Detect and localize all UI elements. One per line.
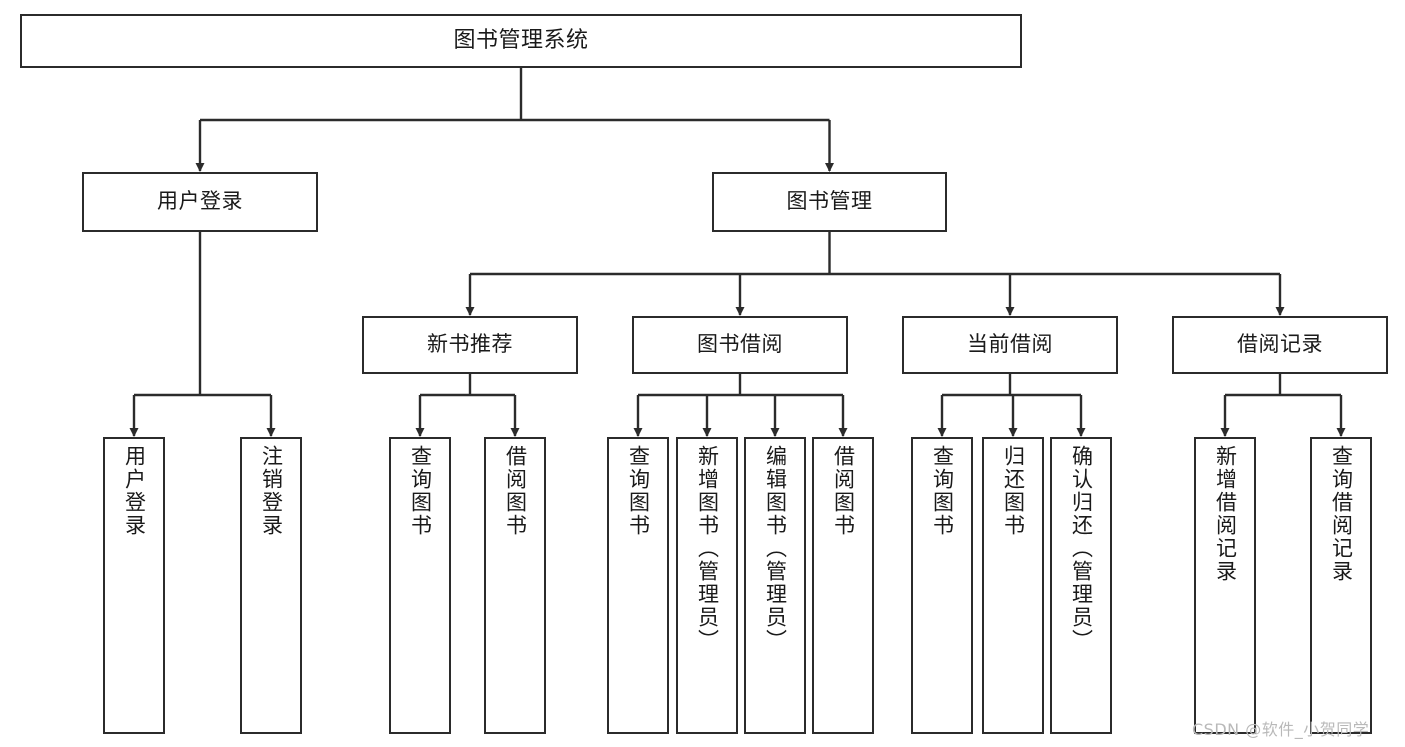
node-label-book-manage: 图书管理 xyxy=(786,189,873,214)
node-label-user-login: 用户登录 xyxy=(157,189,243,214)
node-label-leaf-return-book: 归还图书 xyxy=(1001,445,1026,537)
node-leaf-query-book-1[interactable]: 查询图书 xyxy=(389,437,451,734)
node-user-login[interactable]: 用户登录 xyxy=(82,172,318,232)
node-current-borrow[interactable]: 当前借阅 xyxy=(902,316,1118,374)
node-leaf-query-book-2[interactable]: 查询图书 xyxy=(607,437,669,734)
node-label-leaf-edit-book: 编辑图书（管理员） xyxy=(763,445,788,652)
node-leaf-add-record[interactable]: 新增借阅记录 xyxy=(1194,437,1256,734)
node-leaf-logout[interactable]: 注销登录 xyxy=(240,437,302,734)
node-label-new-book-rec: 新书推荐 xyxy=(427,332,513,357)
node-leaf-return-book[interactable]: 归还图书 xyxy=(982,437,1044,734)
node-label-leaf-query-book-2: 查询图书 xyxy=(626,445,651,537)
node-leaf-borrow-book-2[interactable]: 借阅图书 xyxy=(812,437,874,734)
node-label-leaf-logout: 注销登录 xyxy=(259,445,284,537)
node-label-leaf-user-login: 用户登录 xyxy=(122,445,147,537)
node-leaf-borrow-book-1[interactable]: 借阅图书 xyxy=(484,437,546,734)
node-label-leaf-borrow-book-2: 借阅图书 xyxy=(831,445,856,537)
node-root[interactable]: 图书管理系统 xyxy=(20,14,1022,68)
node-leaf-add-book[interactable]: 新增图书（管理员） xyxy=(676,437,738,734)
node-label-leaf-add-book: 新增图书（管理员） xyxy=(695,445,720,652)
node-label-book-borrow: 图书借阅 xyxy=(697,332,783,357)
node-leaf-user-login[interactable]: 用户登录 xyxy=(103,437,165,734)
node-leaf-confirm-return[interactable]: 确认归还（管理员） xyxy=(1050,437,1112,734)
node-label-leaf-query-book-1: 查询图书 xyxy=(408,445,433,537)
node-label-root: 图书管理系统 xyxy=(453,27,589,53)
node-label-borrow-record: 借阅记录 xyxy=(1237,332,1323,357)
node-label-leaf-add-record: 新增借阅记录 xyxy=(1213,445,1238,583)
node-label-leaf-confirm-return: 确认归还（管理员） xyxy=(1069,445,1094,652)
node-label-current-borrow: 当前借阅 xyxy=(967,332,1053,357)
node-leaf-query-book-3[interactable]: 查询图书 xyxy=(911,437,973,734)
node-book-borrow[interactable]: 图书借阅 xyxy=(632,316,848,374)
node-label-leaf-query-record: 查询借阅记录 xyxy=(1329,445,1354,583)
node-label-leaf-query-book-3: 查询图书 xyxy=(930,445,955,537)
node-leaf-query-record[interactable]: 查询借阅记录 xyxy=(1310,437,1372,734)
node-borrow-record[interactable]: 借阅记录 xyxy=(1172,316,1388,374)
node-new-book-rec[interactable]: 新书推荐 xyxy=(362,316,578,374)
node-leaf-edit-book[interactable]: 编辑图书（管理员） xyxy=(744,437,806,734)
node-label-leaf-borrow-book-1: 借阅图书 xyxy=(503,445,528,537)
node-book-manage[interactable]: 图书管理 xyxy=(712,172,947,232)
edge-paths xyxy=(129,68,1346,437)
